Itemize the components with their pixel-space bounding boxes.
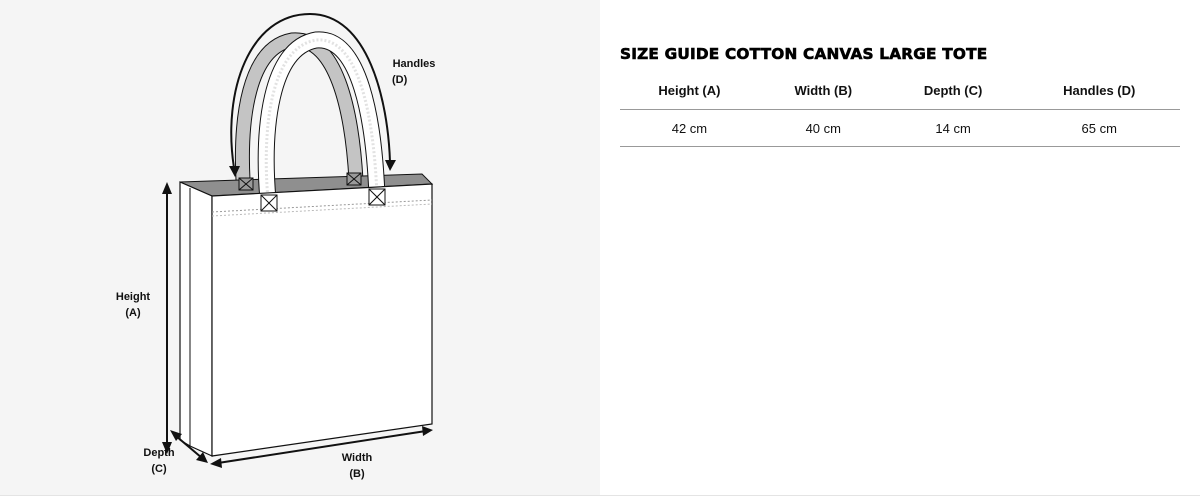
table-row: 42 cm 40 cm 14 cm 65 cm [620,109,1180,147]
height-label: Height (A) [108,289,158,321]
height-label-name: Height [115,291,151,303]
tote-diagram-panel: Handles (D) Height (A) Depth (C) Width (… [0,0,600,495]
width-label: Width (B) [332,450,382,482]
page-title: SIZE GUIDE COTTON CANVAS LARGE TOTE [620,45,988,64]
header-height: Height (A) [620,72,759,110]
header-handles: Handles (D) [1018,72,1180,110]
cell-depth: 14 cm [887,109,1019,147]
cell-width: 40 cm [758,109,888,147]
cell-height: 42 cm [620,109,759,147]
width-label-name: Width [341,452,373,464]
size-table: Height (A) Width (B) Depth (C) Handles (… [620,72,1180,147]
handle-stitch-tabs [238,172,386,212]
tote-bag-illustration [162,12,434,468]
width-label-code: (B) [349,468,365,480]
height-dimension-arrow [162,182,172,454]
handles-label: Handles (D) [390,56,438,88]
header-width: Width (B) [758,72,888,110]
front-handle [257,31,386,201]
handles-label-code: (D) [392,74,408,86]
depth-label-name: Depth [143,447,175,459]
width-dimension-arrow [210,426,433,468]
height-label-code: (A) [125,307,141,319]
depth-dimension-arrow [170,430,208,463]
bottom-divider [0,495,1200,496]
handles-dimension-arrow [230,12,391,169]
back-handle [234,32,364,181]
table-header-row: Height (A) Width (B) Depth (C) Handles (… [620,72,1180,110]
depth-label-code: (C) [151,463,167,475]
cell-handles: 65 cm [1018,109,1180,147]
handles-label-name: Handles [392,58,436,70]
depth-label: Depth (C) [134,445,184,477]
header-depth: Depth (C) [887,72,1019,110]
